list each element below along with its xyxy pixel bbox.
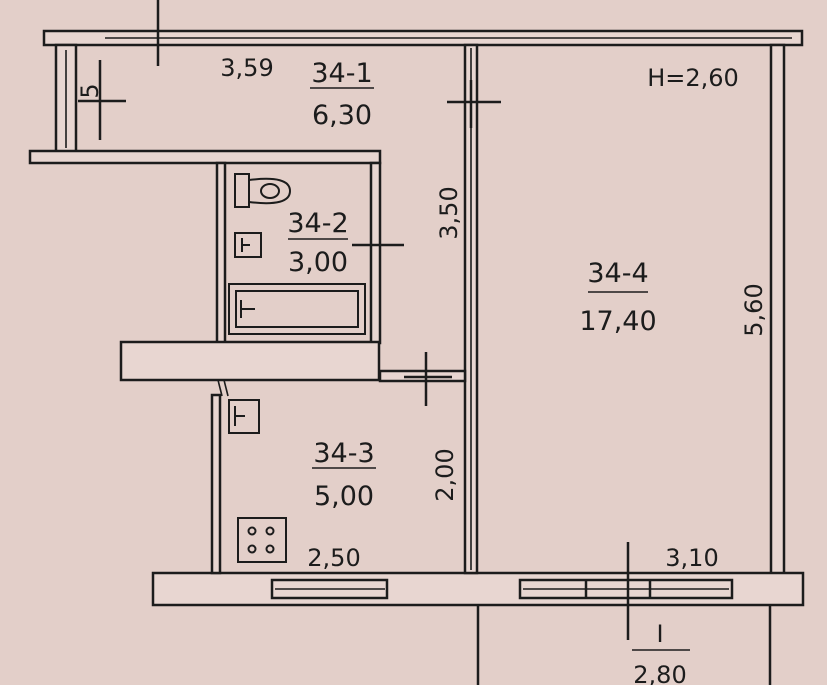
room-34-2-label: 34-2 3,00 [287, 208, 348, 278]
living-width-label: 3,10 [665, 544, 718, 572]
section-value-label: 2,80 [633, 661, 686, 685]
washbasin-icon [234, 232, 262, 258]
room-34-4-label: 34-4 17,40 [579, 258, 656, 337]
living-height-label: 5,60 [740, 283, 768, 336]
bathtub-icon [228, 283, 366, 335]
right-wall [769, 43, 786, 579]
room-code: 34-2 [287, 208, 348, 239]
dimension-ticks [78, 0, 630, 640]
kitchen-left-wall [210, 393, 222, 575]
section-mark-label: I [656, 620, 663, 648]
room-34-3-label: 34-3 5,00 [312, 438, 376, 512]
corridor-length-label: 3,59 [220, 54, 273, 82]
kitchen-width-label: 2,50 [307, 544, 360, 572]
bath-left-wall [215, 161, 227, 345]
corridor-wall [28, 149, 382, 165]
room-code: 34-3 [313, 438, 374, 469]
room-34-1-label: 34-1 6,30 [310, 58, 374, 131]
outer-walls [28, 29, 805, 607]
bath-bottom-wall [119, 340, 381, 382]
room-area: 5,00 [314, 481, 374, 512]
bath-right-wall [369, 161, 382, 345]
toilet-icon [234, 173, 292, 208]
interior-walls [119, 43, 479, 575]
corridor-width-label: 3,50 [435, 186, 463, 239]
door-mark-label: 5 [76, 83, 104, 98]
kitchen-sink-icon [228, 399, 260, 434]
stove-icon [237, 517, 287, 563]
room-code: 34-4 [587, 258, 648, 289]
kitchen-height-label: 2,00 [431, 448, 459, 501]
room-area: 6,30 [312, 100, 372, 131]
balcony-outline [476, 605, 772, 685]
ceiling-height-label: H=2,60 [647, 64, 739, 92]
room-code: 34-1 [311, 58, 372, 89]
room-area: 17,40 [579, 306, 656, 337]
room-area: 3,00 [288, 247, 348, 278]
